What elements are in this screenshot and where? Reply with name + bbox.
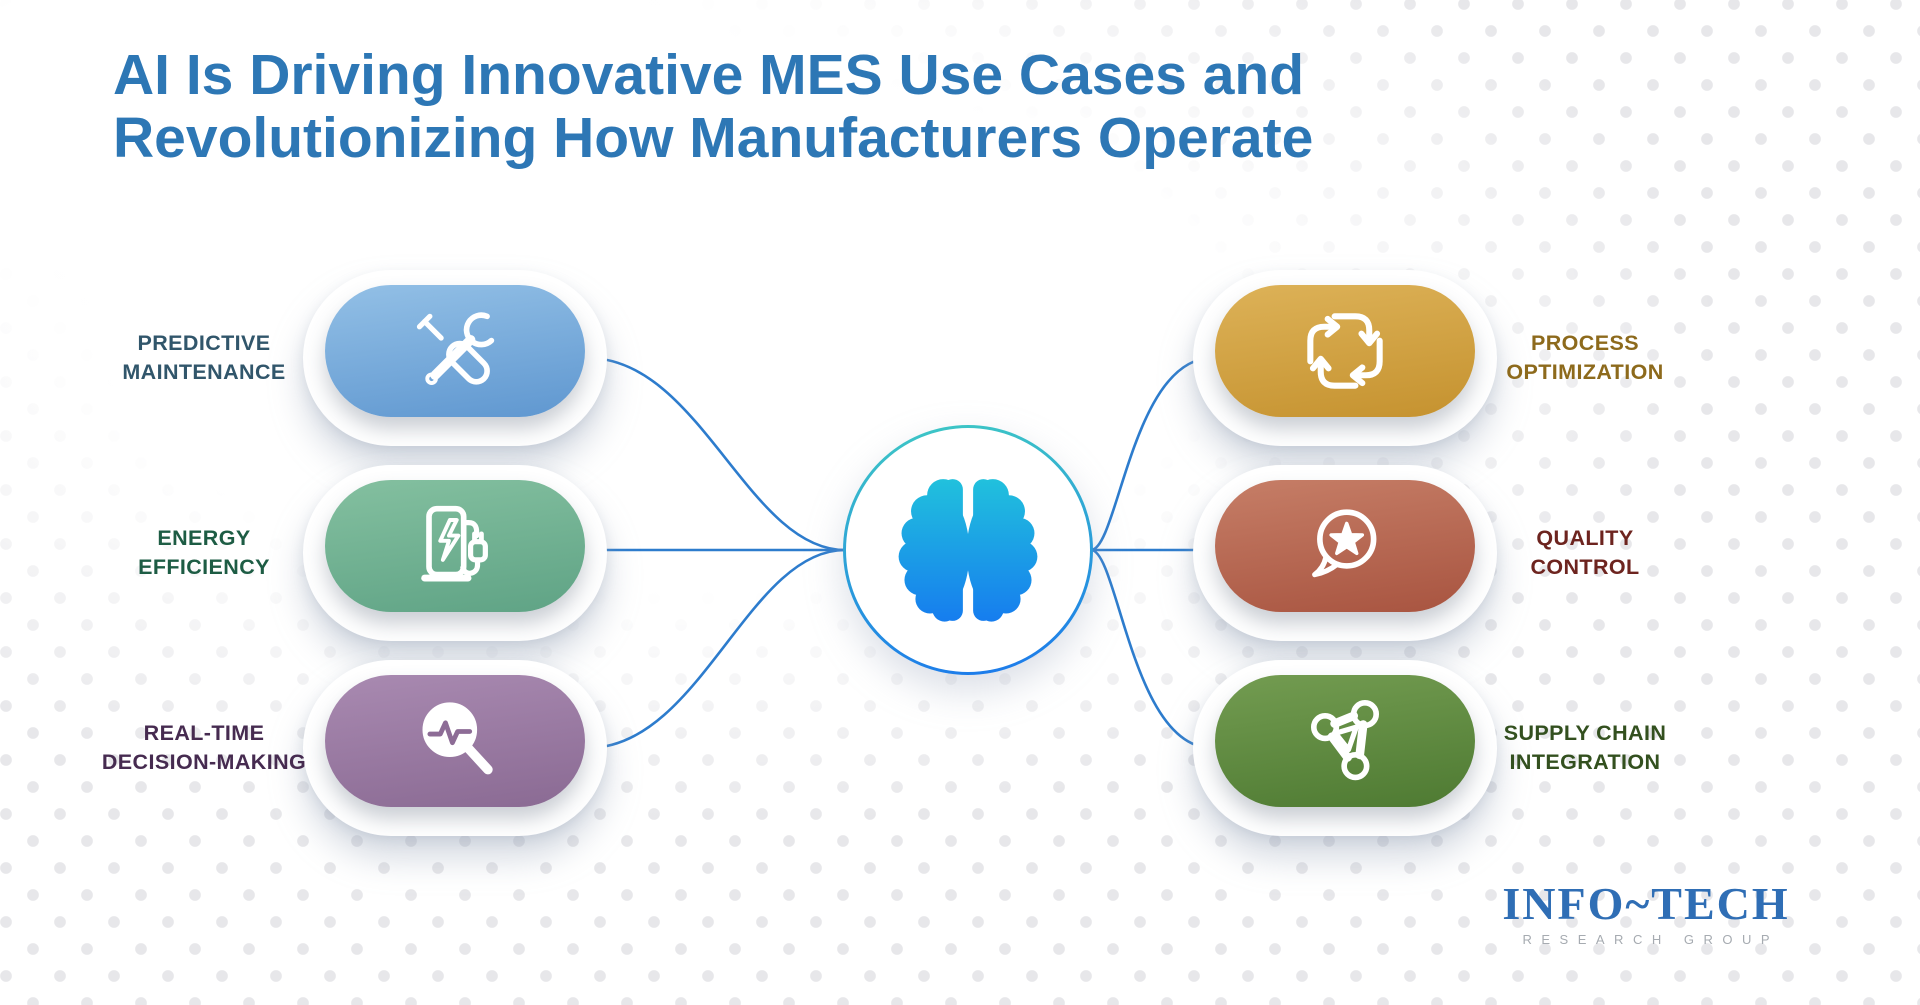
label-line: ENERGY bbox=[157, 525, 251, 550]
magnifier-pulse-icon bbox=[422, 702, 493, 775]
tools-icon bbox=[416, 312, 495, 386]
label-line: EFFICIENCY bbox=[138, 555, 270, 579]
pill-predictive-maintenance bbox=[325, 285, 585, 417]
label-line: PROCESS bbox=[1531, 330, 1639, 355]
page-title: AI Is Driving Innovative MES Use Cases a… bbox=[113, 44, 1313, 169]
label-line: SUPPLY CHAIN bbox=[1503, 720, 1667, 745]
card-process-optimization bbox=[1193, 270, 1497, 446]
network-triangle-icon bbox=[1310, 700, 1380, 781]
ev-charger-icon bbox=[421, 505, 488, 582]
label-line: PREDICTIVE bbox=[137, 330, 271, 355]
title-line-2: Revolutionizing How Manufacturers Operat… bbox=[113, 105, 1314, 170]
label-line: DECISION-MAKING bbox=[101, 750, 307, 774]
logo-subtitle: RESEARCH GROUP bbox=[1522, 932, 1780, 948]
cycle-arrows-icon bbox=[1293, 313, 1397, 403]
info-tech-logo: INFO~TECH RESEARCH GROUP bbox=[1476, 878, 1816, 948]
pill-supply-chain-integration bbox=[1215, 675, 1475, 807]
label-supply-chain-integration: SUPPLY CHAIN INTEGRATION bbox=[1470, 700, 1700, 796]
card-energy-efficiency bbox=[303, 465, 607, 641]
pill-quality-control bbox=[1215, 480, 1475, 612]
center-circle bbox=[843, 425, 1093, 675]
label-real-time-decision-making: REAL-TIME DECISION-MAKING bbox=[89, 700, 319, 796]
pill-real-time-decision-making bbox=[325, 675, 585, 807]
title-line-1: AI Is Driving Innovative MES Use Cases a… bbox=[113, 43, 1305, 107]
label-predictive-maintenance: PREDICTIVE MAINTENANCE bbox=[89, 310, 319, 406]
card-predictive-maintenance bbox=[303, 270, 607, 446]
label-line: QUALITY bbox=[1536, 525, 1634, 550]
label-energy-efficiency: ENERGY EFFICIENCY bbox=[89, 505, 319, 601]
star-bubble-icon bbox=[1312, 509, 1377, 578]
label-line: INTEGRATION bbox=[1509, 750, 1661, 774]
label-quality-control: QUALITY CONTROL bbox=[1470, 505, 1700, 601]
label-line: CONTROL bbox=[1530, 555, 1640, 579]
pill-process-optimization bbox=[1215, 285, 1475, 417]
card-supply-chain-integration bbox=[1193, 660, 1497, 836]
center-circle-inner bbox=[846, 428, 1090, 672]
pill-energy-efficiency bbox=[325, 480, 585, 612]
label-line: OPTIMIZATION bbox=[1506, 360, 1664, 384]
card-real-time-decision-making bbox=[303, 660, 607, 836]
label-process-optimization: PROCESS OPTIMIZATION bbox=[1470, 310, 1700, 406]
label-line: REAL-TIME bbox=[143, 720, 265, 745]
logo-name: INFO~TECH bbox=[1502, 878, 1790, 929]
brain-icon bbox=[898, 479, 1038, 622]
label-line: MAINTENANCE bbox=[122, 360, 286, 384]
card-quality-control bbox=[1193, 465, 1497, 641]
